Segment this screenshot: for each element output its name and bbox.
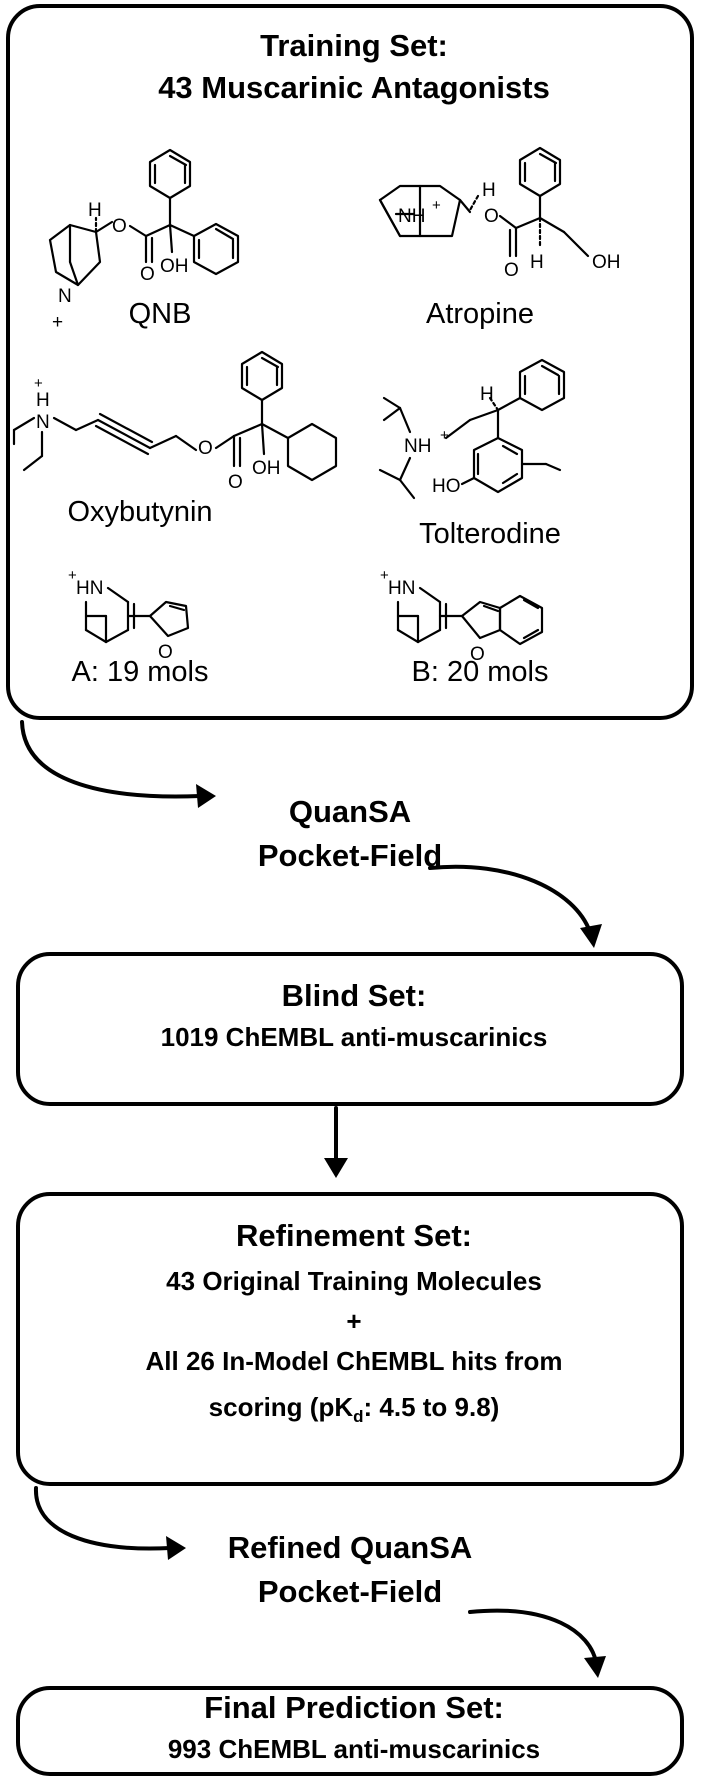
- atropine-structure: NH + H O O H OH: [378, 146, 621, 281]
- oxybutynin-atom-oh: OH: [252, 458, 281, 479]
- qnb-carbonyl-o: O: [140, 264, 155, 285]
- refinement-line4-sub: d: [353, 1407, 364, 1427]
- atropine-label: Atropine: [425, 298, 534, 330]
- oxybutynin-atom-n: N: [36, 412, 50, 433]
- qnb-structure: H N + O O OH: [48, 148, 240, 333]
- tolterodine-atom-nh: NH: [404, 436, 431, 457]
- tolterodine-atom-ho: HO: [432, 476, 461, 497]
- refined-quansa-step-label-line2: Pocket-Field: [257, 1574, 443, 1609]
- refinement-set-line1: 43 Original Training Molecules: [166, 1266, 542, 1296]
- atropine-atom-nh: NH: [398, 206, 425, 227]
- atropine-plus: +: [432, 197, 441, 214]
- atropine-carbonyl-o: O: [504, 260, 519, 281]
- arrow-quansa-to-blind: [428, 864, 602, 948]
- final-prediction-set-box: [16, 1686, 684, 1776]
- scaffold-a-structure: + HN O: [68, 567, 190, 663]
- refinement-set-box: [16, 1192, 684, 1486]
- blind-set-subtitle: 1019 ChEMBL anti-muscarinics: [160, 1022, 548, 1052]
- scaffold-a-atom-o: O: [158, 642, 173, 663]
- oxybutynin-structure: + H N O O OH: [12, 350, 338, 493]
- quansa-step-label-line1: QuanSA: [288, 794, 412, 829]
- oxybutynin-atom-h: H: [36, 390, 50, 411]
- atropine-atom-h: H: [482, 180, 496, 201]
- scaffold-b-atom-o: O: [470, 644, 485, 665]
- blind-set-title: Blind Set:: [281, 978, 427, 1013]
- refinement-set-line4: scoring (pKd: 4.5 to 9.8): [0, 1392, 708, 1427]
- qnb-atom-o: O: [112, 216, 127, 237]
- oxybutynin-plus: +: [34, 375, 43, 392]
- refinement-set-line3: All 26 In-Model ChEMBL hits from: [145, 1346, 563, 1376]
- qnb-atom-n: N: [58, 286, 72, 307]
- scaffold-b-label: B: 20 mols: [411, 656, 549, 688]
- training-set-subtitle: 43 Muscarinic Antagonists: [158, 70, 550, 105]
- qnb-atom-oh: OH: [160, 256, 189, 277]
- arrow-refinement-to-refined-quansa: [33, 1486, 186, 1560]
- qnb-atom-h: H: [88, 200, 102, 221]
- refinement-line4-pre: scoring (pK: [208, 1392, 354, 1422]
- tolterodine-plus: +: [440, 427, 449, 444]
- tolterodine-structure: NH + H HO: [378, 358, 566, 500]
- training-set-box: [6, 4, 694, 720]
- scaffold-b-structure: + HN O: [380, 567, 544, 665]
- atropine-atom-h2: H: [530, 252, 544, 273]
- scaffold-b-plus: +: [380, 567, 389, 584]
- qnb-atom-plus: +: [52, 312, 63, 333]
- refined-quansa-step-label-line1: Refined QuanSA: [227, 1530, 473, 1565]
- oxybutynin-carbonyl-o: O: [228, 472, 243, 493]
- scaffold-a-plus: +: [68, 567, 77, 584]
- arrow-refined-quansa-to-final: [468, 1608, 606, 1678]
- qnb-label: QNB: [128, 298, 192, 330]
- refinement-set-title: Refinement Set:: [236, 1218, 472, 1253]
- scaffold-a-atom-hn: HN: [76, 578, 103, 599]
- refinement-set-line2: +: [346, 1306, 362, 1336]
- tolterodine-label: Tolterodine: [419, 518, 561, 550]
- arrow-blind-to-refinement: [324, 1106, 348, 1178]
- blind-set-box: [16, 952, 684, 1106]
- refinement-line4-post: : 4.5 to 9.8): [363, 1392, 500, 1422]
- scaffold-a-label: A: 19 mols: [71, 656, 209, 688]
- oxybutynin-label: Oxybutynin: [67, 496, 213, 528]
- arrow-training-to-quansa: [20, 720, 216, 808]
- final-prediction-set-title: Final Prediction Set:: [204, 1690, 504, 1725]
- scaffold-b-atom-hn: HN: [388, 578, 415, 599]
- final-prediction-set-subtitle: 993 ChEMBL anti-muscarinics: [167, 1734, 541, 1764]
- oxybutynin-atom-o: O: [198, 438, 213, 459]
- quansa-step-label-line2: Pocket-Field: [257, 838, 443, 873]
- atropine-atom-o: O: [484, 206, 499, 227]
- atropine-atom-oh: OH: [592, 252, 621, 273]
- training-set-title: Training Set:: [260, 28, 448, 63]
